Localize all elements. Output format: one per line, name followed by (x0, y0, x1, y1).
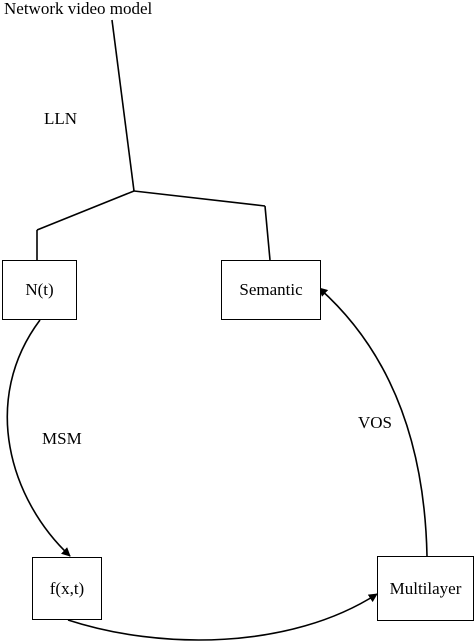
branch-right-line (133, 190, 266, 207)
node-semantic: Semantic (221, 260, 321, 320)
node-fxt-label: f(x,t) (49, 578, 85, 598)
msm-arrow (6, 319, 71, 557)
diagram-title: Network video model (4, 0, 153, 18)
node-nt: N(t) (2, 260, 77, 320)
node-multilayer-label: Multilayer (389, 578, 462, 598)
node-semantic-label: Semantic (239, 280, 303, 299)
edge-label-vos: VOS (358, 413, 393, 432)
branch-left-line (36, 190, 135, 231)
node-nt-label: N(t) (25, 280, 54, 299)
edge-label-msm: MSM (42, 429, 82, 448)
tree-connector (36, 19, 271, 261)
node-fxt: f(x,t) (32, 557, 102, 620)
trunk-line (111, 19, 135, 192)
branch-right-drop-line (264, 205, 271, 261)
edge-label-lln: LLN (44, 109, 78, 128)
bottom-arrow (67, 593, 378, 641)
vos-arrow (318, 287, 428, 557)
node-multilayer: Multilayer (377, 556, 474, 621)
